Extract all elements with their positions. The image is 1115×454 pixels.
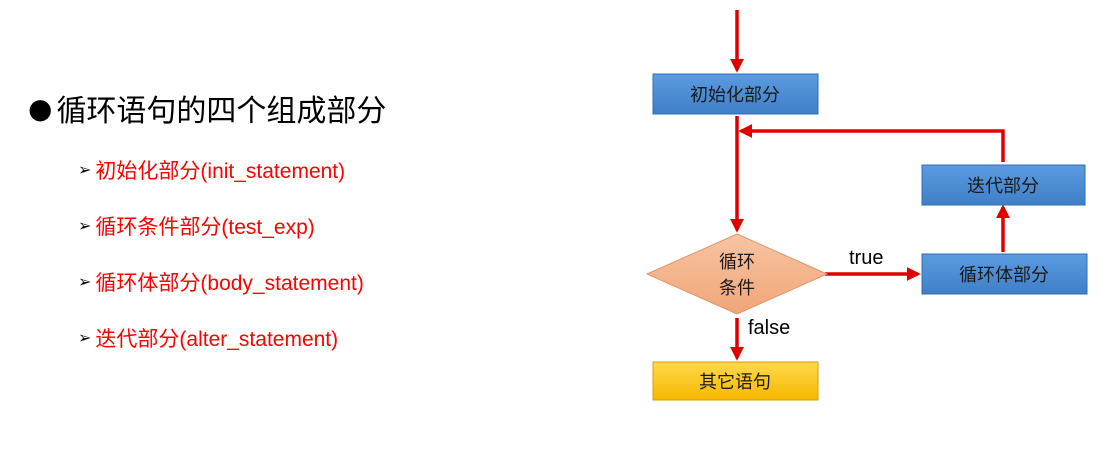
list-item-text: 初始化部分(init_statement) <box>95 160 346 183</box>
init-label: 初始化部分 <box>690 85 780 106</box>
false-label: false <box>748 317 790 339</box>
list-item-text: 迭代部分(alter_statement) <box>95 328 339 351</box>
list-item: ➢ 循环条件部分(test_exp) <box>78 198 364 254</box>
condition-label-line1: 循环 <box>719 252 755 273</box>
arrow-bullet-icon: ➢ <box>78 274 92 291</box>
list-item-text: 循环条件部分(test_exp) <box>95 216 315 239</box>
iterate-loop-arrow <box>738 124 1005 162</box>
body-label: 循环体部分 <box>959 265 1049 286</box>
bullet-icon: ● <box>28 91 53 125</box>
iterate-box <box>921 164 1086 206</box>
list-item-text: 循环体部分(body_statement) <box>95 272 364 295</box>
list-item: ➢ 循环体部分(body_statement) <box>78 254 364 310</box>
condition-label-line2: 条件 <box>719 278 755 299</box>
flow-arrows <box>730 10 1010 361</box>
body-box <box>921 253 1088 295</box>
arrow-bullet-icon: ➢ <box>78 162 92 179</box>
heading-text: 循环语句的四个组成部分 <box>56 94 387 129</box>
list-item: ➢ 初始化部分(init_statement) <box>78 142 364 198</box>
list-heading: ● 循环语句的四个组成部分 <box>28 86 386 130</box>
parts-list: ➢ 初始化部分(init_statement) ➢ 循环条件部分(test_ex… <box>78 142 364 366</box>
other-statement-label: 其它语句 <box>699 372 771 393</box>
true-label: true <box>849 247 883 269</box>
arrow-bullet-icon: ➢ <box>78 330 92 347</box>
condition-diamond <box>645 233 829 315</box>
list-item: ➢ 迭代部分(alter_statement) <box>78 310 364 366</box>
other-statement-box <box>652 361 819 401</box>
init-box <box>652 73 819 115</box>
arrow-bullet-icon: ➢ <box>78 218 92 235</box>
iterate-label: 迭代部分 <box>967 176 1039 197</box>
